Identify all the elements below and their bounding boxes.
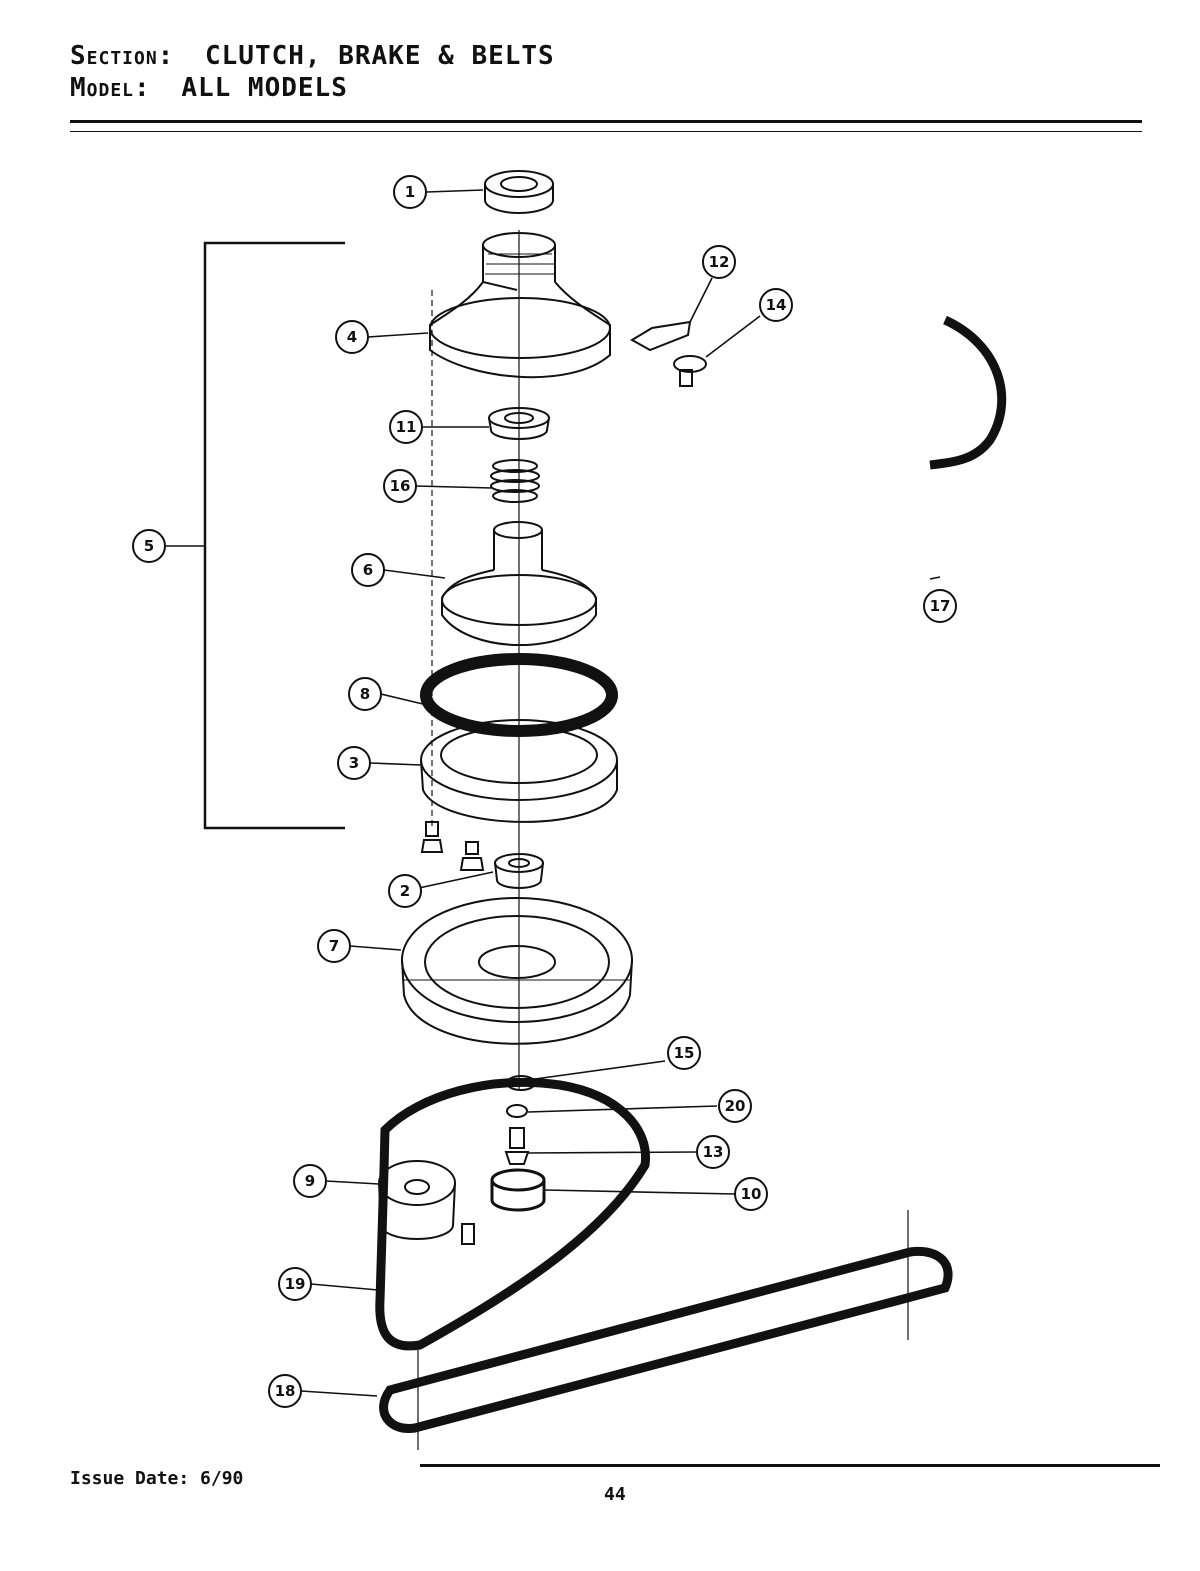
callout-label-10: 10 [741, 1185, 762, 1203]
belt-long [379, 1246, 953, 1433]
assembly-bracket [203, 241, 345, 830]
callout-circle-19 [278, 1267, 312, 1301]
callout-circle-5 [132, 529, 166, 563]
drive-pulley [401, 897, 633, 1045]
callout-circle-18 [268, 1374, 302, 1408]
seal [488, 407, 550, 440]
model-label: Model: [70, 73, 151, 103]
callout-circle-1 [393, 175, 427, 209]
nut-part [506, 1104, 528, 1118]
callout-circle-14 [759, 288, 793, 322]
callout-circle-15 [667, 1036, 701, 1070]
screw-small [673, 355, 707, 387]
model-line: Model: ALL MODELS [70, 72, 555, 104]
callout-label-13: 13 [703, 1143, 724, 1161]
callout-label-6: 6 [363, 561, 373, 579]
bolt-part [504, 1127, 530, 1165]
sleeve-part [490, 1168, 546, 1212]
callout-circle-12 [702, 245, 736, 279]
callout-label-7: 7 [329, 937, 339, 955]
header-rule-thin [70, 131, 1142, 132]
clutch-drum [441, 521, 597, 646]
gasket-ring [420, 653, 618, 737]
leader-lines [165, 189, 941, 1397]
callout-circle-17 [923, 589, 957, 623]
callout-circle-3 [337, 746, 371, 780]
header-rule-thick [70, 120, 1142, 123]
section-label: Section: [70, 41, 175, 71]
belt-triangle [375, 1078, 651, 1351]
footer-rule [420, 1464, 1160, 1467]
callout-circle-8 [348, 677, 382, 711]
callout-circle-2 [388, 874, 422, 908]
clutch-housing [429, 232, 611, 379]
callout-label-11: 11 [396, 418, 417, 436]
model-title: ALL MODELS [181, 73, 348, 103]
clip-part [630, 320, 692, 352]
callout-circle-9 [293, 1164, 327, 1198]
callout-circle-11 [389, 410, 423, 444]
callout-circle-16 [383, 469, 417, 503]
callout-label-19: 19 [285, 1275, 306, 1293]
callout-label-15: 15 [674, 1044, 695, 1062]
screw-parts [420, 821, 485, 871]
callout-label-16: 16 [390, 477, 411, 495]
callout-label-3: 3 [349, 754, 359, 772]
callout-circle-7 [317, 929, 351, 963]
bearing-top [484, 170, 554, 214]
page-number: 44 [604, 1484, 626, 1505]
brake-band [929, 315, 1007, 470]
callout-label-5: 5 [144, 537, 154, 555]
bearing-lower [494, 853, 544, 889]
callout-circle-20 [718, 1089, 752, 1123]
section-line: Section: CLUTCH, BRAKE & BELTS [70, 40, 555, 72]
callout-label-2: 2 [400, 882, 410, 900]
callout-label-18: 18 [275, 1382, 296, 1400]
callout-circle-13 [696, 1135, 730, 1169]
brake-base [420, 719, 618, 823]
issue-date: Issue Date: 6/90 [70, 1468, 244, 1489]
callout-label-1: 1 [405, 183, 415, 201]
motor-pulley [378, 1160, 475, 1245]
callout-label-12: 12 [709, 253, 730, 271]
section-title: CLUTCH, BRAKE & BELTS [204, 41, 555, 71]
callout-label-17: 17 [930, 597, 951, 615]
callout-label-4: 4 [347, 328, 357, 346]
callout-label-9: 9 [305, 1172, 315, 1190]
callout-label-8: 8 [360, 685, 370, 703]
page-header: Section: CLUTCH, BRAKE & BELTS Model: AL… [70, 40, 555, 104]
callout-label-20: 20 [725, 1097, 746, 1115]
callout-label-14: 14 [766, 296, 787, 314]
callout-circle-6 [351, 553, 385, 587]
spring [490, 459, 540, 503]
callout-circle-4 [335, 320, 369, 354]
callout-circle-10 [734, 1177, 768, 1211]
